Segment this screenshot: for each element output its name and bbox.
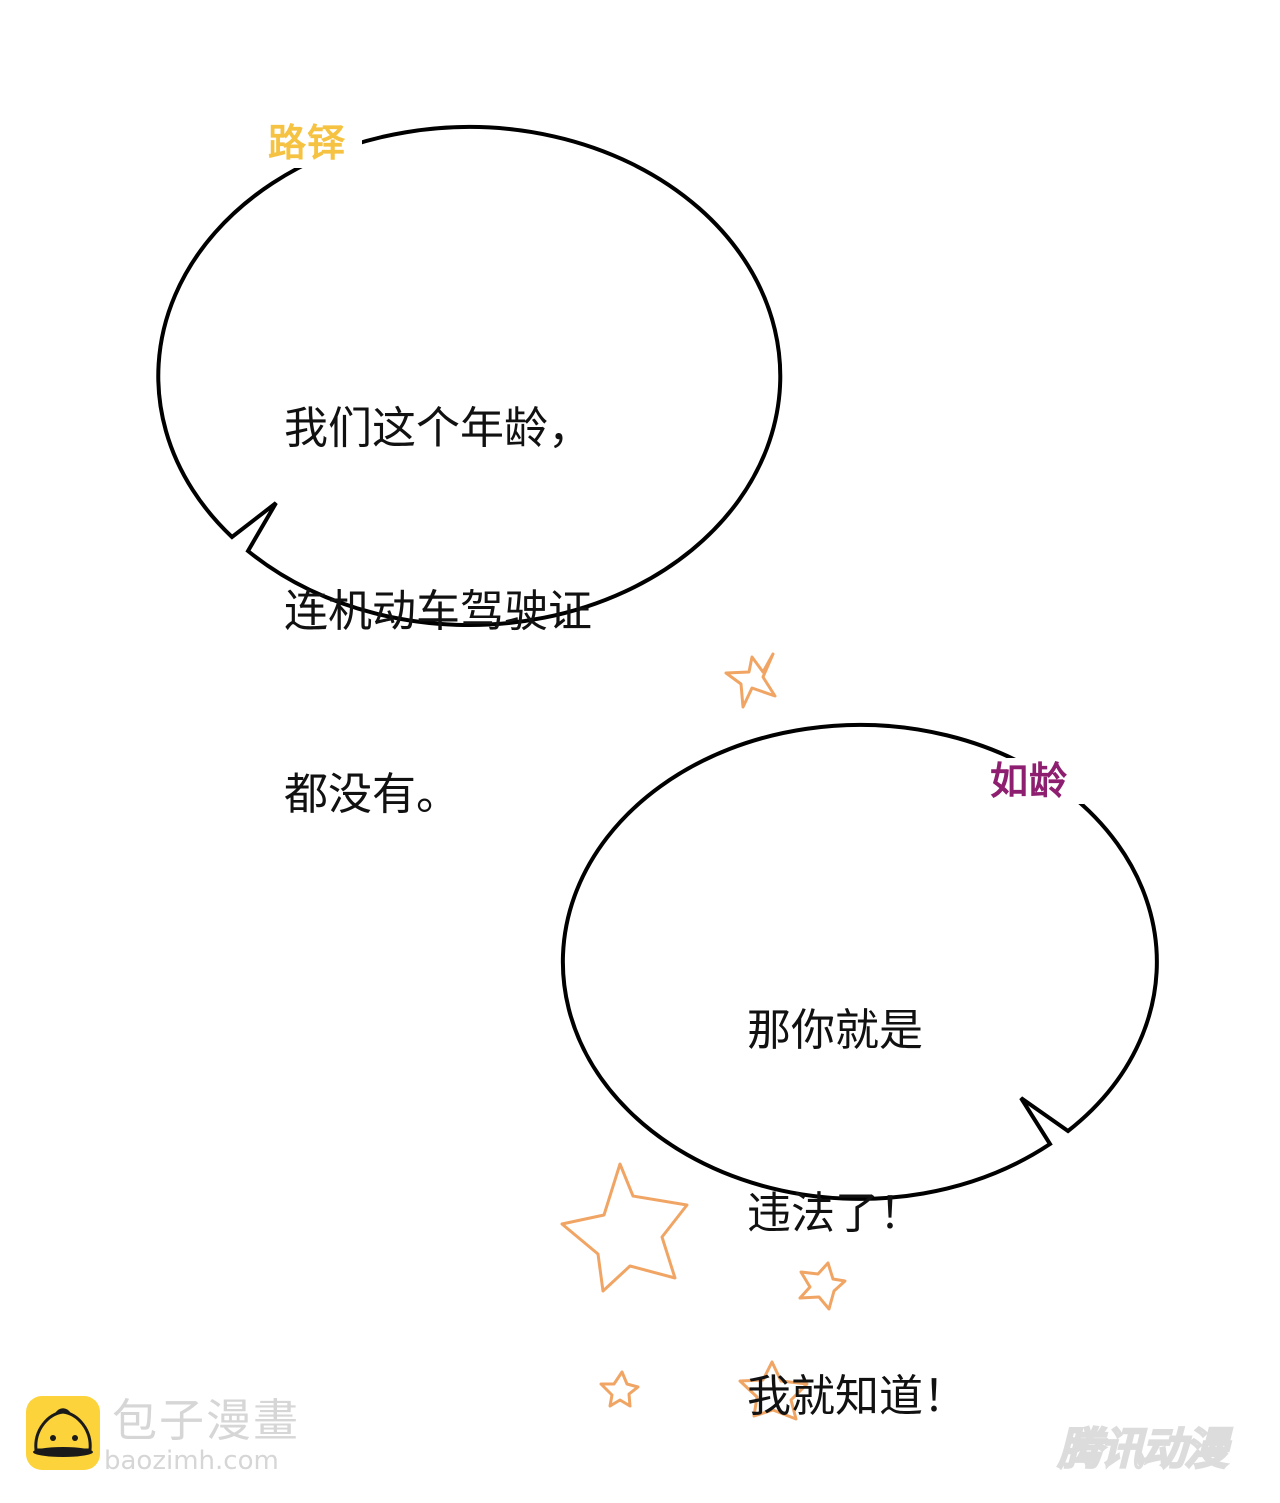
dialogue-line: 连机动车驾驶证: [284, 586, 592, 637]
speaker-name-lu-duo: 路铎: [268, 124, 346, 162]
speaker-name-ru-ling: 如龄: [990, 762, 1068, 800]
star-icon: [724, 652, 777, 709]
star-icon: [798, 1261, 847, 1311]
speech-bubble-2: [560, 722, 1159, 1201]
star-icon: [738, 1360, 809, 1421]
dialogue-line: 那你就是: [747, 1005, 923, 1056]
brand-name: 包子漫畫: [112, 1394, 301, 1447]
bubble-1-text: 我们这个年龄， 连机动车驾驶证 都没有。: [284, 276, 592, 886]
speaker-tag-mask: [984, 758, 1084, 804]
dialogue-line: 我就知道！: [747, 1371, 967, 1422]
dialogue-line: 都没有。: [284, 769, 460, 820]
speaker-label: 路铎: [268, 121, 347, 165]
speaker-label: 如龄: [990, 759, 1069, 803]
tencent-comic-watermark: 腾讯动漫: [1057, 1424, 1229, 1475]
bun-icon: [26, 1396, 100, 1470]
star-icon: [560, 1162, 689, 1293]
brand-url: baozimh.com: [104, 1446, 279, 1476]
bubble-2-text: 那你就是 违法了！ 我就知道！: [747, 878, 967, 1488]
dialogue-line: 我们这个年龄，: [284, 403, 592, 454]
star-icon: [599, 1370, 640, 1408]
speaker-tag-mask: [262, 118, 362, 168]
dialogue-line: 违法了！: [747, 1188, 923, 1239]
speech-bubble-1: [156, 125, 783, 628]
